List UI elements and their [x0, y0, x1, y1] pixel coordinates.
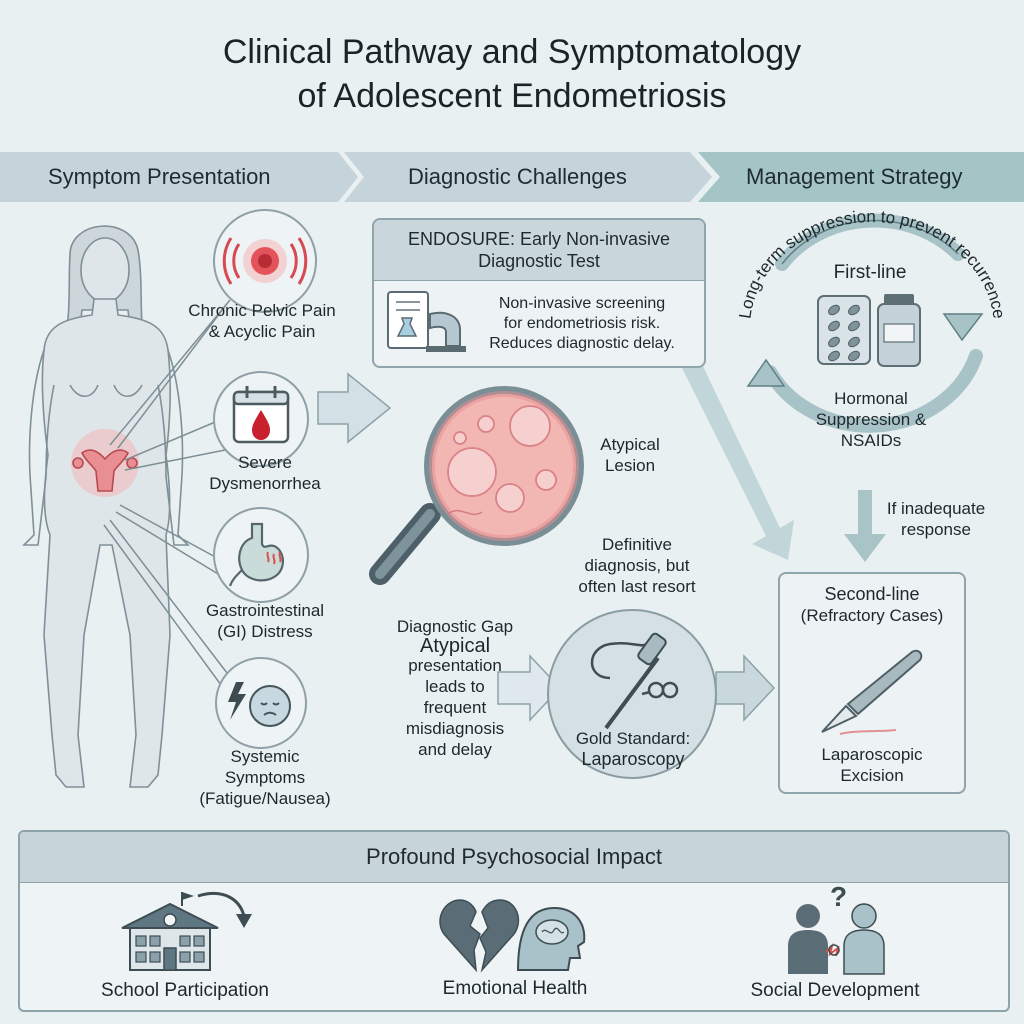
- inadequate-line1: If inadequate: [886, 499, 986, 518]
- phase-label-symptom: Symptom Presentation: [48, 164, 271, 189]
- social-development-label: Social Development: [750, 980, 920, 1001]
- symptom-systemic-line2: Symptoms: [224, 768, 306, 787]
- pills-medication-icon: [817, 294, 921, 367]
- arrow-gap-to-laparoscopy: [497, 654, 562, 722]
- symptom-systemic: Systemic Symptoms (Fatigue/Nausea): [170, 746, 360, 809]
- magnifier-lesion-icon: [369, 386, 584, 585]
- phase-bar: [0, 152, 1024, 202]
- definitive-line3: often last resort: [578, 577, 696, 596]
- endosure-desc-line1: Non-invasive screening: [498, 295, 666, 312]
- lesion-label-line1: Atypical: [600, 435, 660, 454]
- definitive-diagnosis-note: Definitive diagnosis, but often last res…: [552, 534, 722, 597]
- fatigue-face-icon: [215, 657, 307, 749]
- social-people-icon: ?: [788, 881, 885, 975]
- dysmenorrhea-calendar-icon: [213, 371, 309, 467]
- first-desc-line2: Suppression &: [815, 410, 927, 429]
- excision-line2: Excision: [840, 766, 904, 785]
- gap-line7: and delay: [418, 740, 492, 759]
- symptom-dysmenorrhea: Severe Dysmenorrhea: [170, 452, 360, 494]
- school-participation-label: School Participation: [101, 980, 269, 1001]
- management-cycle: Long-term suppression to prevent recurre…: [735, 207, 1009, 433]
- symptom-gi: Gastrointestinal (GI) Distress: [170, 600, 360, 642]
- gap-line4: leads to: [425, 677, 485, 696]
- laparoscope-icon: [590, 632, 679, 730]
- broken-heart-brain-icon: [439, 899, 586, 973]
- phase-chevron-2: [344, 152, 712, 202]
- pelvic-pain-icon: [213, 209, 317, 313]
- symptom-dysmenorrhea-line2: Dysmenorrhea: [209, 474, 321, 493]
- symptom-gi-line1: Gastrointestinal: [205, 601, 325, 620]
- second-line-line1: Second-line: [824, 584, 920, 604]
- symptom-systemic-line1: Systemic: [230, 747, 300, 766]
- endosure-desc-line3: Reduces diagnostic delay.: [489, 335, 675, 352]
- school-icon: [121, 892, 252, 971]
- page-title: Clinical Pathway and Symptomatology of A…: [0, 30, 1024, 118]
- symptom-pelvic-pain: Chronic Pelvic Pain & Acyclic Pain: [162, 300, 362, 342]
- psychosocial-title: Profound Psychosocial Impact: [20, 832, 1008, 883]
- gap-line1: Diagnostic Gap: [396, 617, 514, 636]
- first-line-treatment: Hormonal Suppression & NSAIDs: [786, 388, 956, 451]
- endosure-title: ENDOSURE: Early Non-invasive Diagnostic …: [374, 220, 704, 281]
- stomach-icon: [213, 507, 309, 603]
- phase-label-diagnostic: Diagnostic Challenges: [408, 164, 627, 189]
- definitive-line2: diagnosis, but: [584, 556, 690, 575]
- endosure-box: ENDOSURE: Early Non-invasive Diagnostic …: [372, 218, 706, 368]
- first-desc-line3: NSAIDs: [840, 431, 902, 450]
- phase-chevron-3: [698, 152, 1024, 202]
- endosure-desc-line2: for endometriosis risk.: [503, 315, 661, 332]
- laparoscopy-line2: Laparoscopy: [581, 749, 685, 769]
- lesion-label: Atypical Lesion: [580, 434, 680, 476]
- lab-test-icon: [387, 291, 466, 352]
- arrow-laparoscopy-to-second-line: [715, 654, 776, 722]
- arrow-symptoms-to-diagnosis: [317, 372, 392, 444]
- first-desc-line1: Hormonal: [834, 389, 908, 408]
- laparoscopy-line1: Gold Standard:: [575, 729, 691, 748]
- symptom-dysmenorrhea-line1: Severe: [238, 453, 292, 472]
- symptom-pelvic-pain-line2: & Acyclic Pain: [208, 322, 316, 341]
- arrow-endosure-to-second-line: [682, 360, 794, 560]
- second-line-line2: (Refractory Cases): [800, 606, 944, 625]
- gap-line2: Atypical: [419, 635, 491, 657]
- symptom-gi-line2: (GI) Distress: [217, 622, 313, 641]
- gap-line5: frequent: [423, 698, 487, 717]
- endosure-title-line2: Diagnostic Test: [478, 251, 600, 271]
- cycle-arrowhead-right: [942, 313, 984, 342]
- laparoscopy-circle: [547, 609, 717, 779]
- title-line-1: Clinical Pathway and Symptomatology: [222, 33, 802, 71]
- phase-label-management: Management Strategy: [746, 164, 963, 189]
- second-line-box: Second-line (Refractory Cases) Laparosco…: [778, 572, 966, 794]
- scalpel-icon: [821, 649, 923, 735]
- definitive-line1: Definitive: [602, 535, 672, 554]
- laparoscopy-label: Gold Standard: Laparoscopy: [560, 728, 706, 770]
- arrow-first-to-second-line: [844, 490, 886, 562]
- lesion-label-line2: Lesion: [604, 456, 656, 475]
- diagnostic-gap-note: Diagnostic Gap Atypical presentation lea…: [364, 616, 546, 760]
- symptom-systemic-line3: (Fatigue/Nausea): [199, 789, 331, 808]
- question-mark-icon: ?: [830, 881, 847, 912]
- endosure-title-line1: ENDOSURE: Early Non-invasive: [407, 229, 671, 249]
- inadequate-response-note: If inadequate response: [876, 498, 996, 540]
- first-line-label: First-line: [833, 262, 907, 283]
- gap-line3: presentation: [408, 656, 502, 675]
- excision-line1: Laparoscopic: [821, 745, 923, 764]
- second-line-title: Second-line (Refractory Cases): [780, 584, 964, 626]
- symptom-pelvic-pain-line1: Chronic Pelvic Pain: [188, 301, 336, 320]
- excision-label: Laparoscopic Excision: [780, 744, 964, 786]
- cycle-arrowhead-left: [746, 358, 786, 387]
- endosure-description: Non-invasive screening for endometriosis…: [464, 294, 700, 354]
- title-line-2: of Adolescent Endometriosis: [297, 77, 727, 115]
- phase-chevron-1: [0, 152, 358, 202]
- emotional-health-label: Emotional Health: [442, 978, 588, 999]
- inadequate-line2: response: [901, 520, 971, 539]
- gap-line6: misdiagnosis: [405, 719, 505, 738]
